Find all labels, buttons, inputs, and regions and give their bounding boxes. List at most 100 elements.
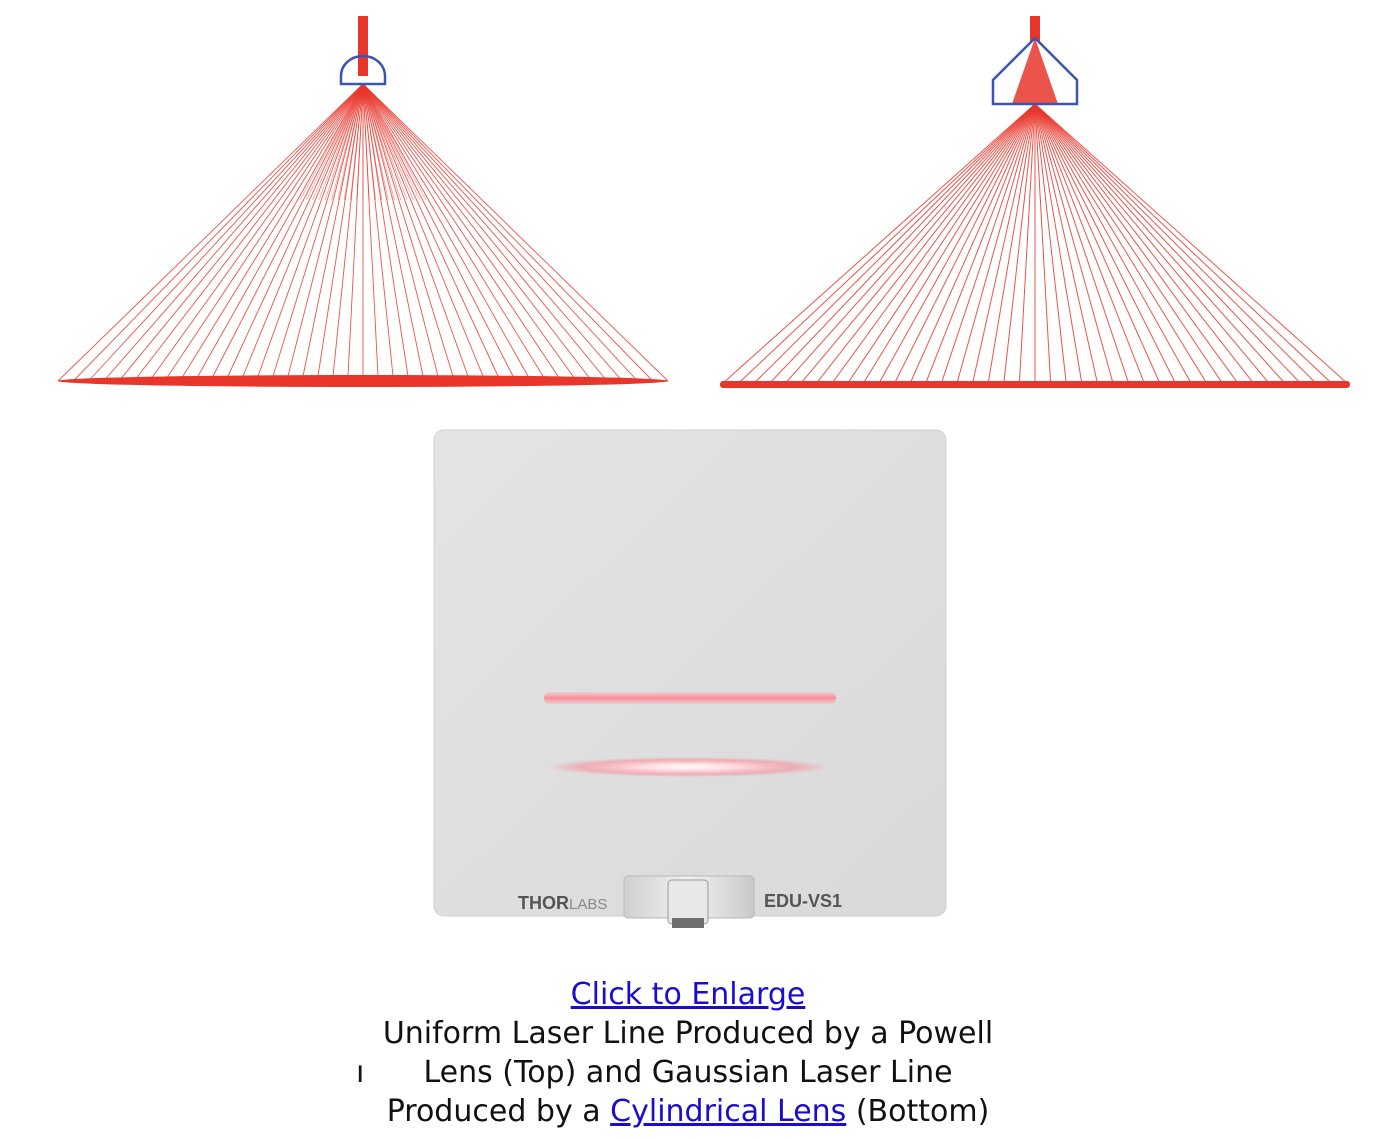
ray-line [924, 103, 1036, 385]
laser-viewing-screen-photo[interactable]: THORLABS EDU-VS1 [0, 420, 1376, 940]
ray-line [362, 83, 669, 382]
gaussian-laser-line-glow [546, 757, 830, 777]
ray-line [1034, 103, 1333, 385]
ray-line [1034, 103, 1161, 385]
ray-line [1034, 103, 1146, 385]
ray-line [133, 83, 364, 382]
ray-line [737, 103, 1036, 385]
cylindrical-lens-ray-diagram [720, 16, 1350, 388]
ray-line [362, 83, 410, 382]
ray-line [362, 83, 402, 201]
ray-line [362, 83, 486, 382]
mount-post [667, 879, 709, 925]
ray-line [956, 103, 1036, 385]
ray-diagrams [57, 16, 1350, 388]
model-label: EDU-VS1 [764, 891, 842, 911]
ray-line [862, 103, 1036, 385]
ray-line [362, 83, 593, 382]
ray-line [362, 83, 608, 382]
ray-line [57, 83, 364, 382]
ray-line [362, 83, 427, 201]
brand-logo: THORLABS [518, 893, 607, 913]
ray-line [362, 83, 395, 201]
ray-line [318, 83, 364, 201]
ray-line [1034, 103, 1271, 385]
ray-line [1034, 103, 1177, 385]
ray-line [362, 83, 562, 382]
cylindrical-focus-cone [1012, 38, 1058, 104]
ray-line [1034, 103, 1318, 385]
uniform-laser-line [544, 692, 836, 704]
ray-line [312, 83, 364, 201]
ray-line [240, 83, 364, 382]
ray-line [362, 83, 383, 201]
cylindrical-lens-link[interactable]: Cylindrical Lens [610, 1094, 847, 1129]
ray-line [362, 83, 547, 382]
ray-line [286, 83, 364, 382]
ray-line [337, 83, 364, 201]
ray-line [301, 83, 364, 382]
ray-line [1034, 103, 1255, 385]
ray-line [909, 103, 1036, 385]
ray-line [893, 103, 1036, 385]
ray-line [255, 83, 364, 382]
ray-line [362, 83, 425, 382]
ray-line [362, 83, 440, 382]
ray-line [88, 83, 364, 382]
ray-line [306, 83, 364, 201]
ray-line [118, 83, 364, 382]
ray-line [815, 103, 1036, 385]
cylindrical-lens-icon [991, 36, 1079, 106]
ray-line [331, 83, 364, 201]
powell-laser-line [58, 375, 668, 387]
cylindrical-input-beam [1030, 16, 1040, 41]
ray-line [362, 83, 408, 201]
ray-line [1003, 103, 1036, 385]
ray-line [362, 83, 455, 382]
ray-line [971, 103, 1036, 385]
powell-lens-ray-diagram [57, 16, 669, 387]
ray-line [149, 83, 364, 382]
ray-line [987, 103, 1036, 385]
ray-line [164, 83, 364, 382]
stray-text-fragment: ı [356, 1055, 365, 1090]
ray-line [1034, 103, 1083, 385]
ray-line [362, 83, 420, 201]
ray-line [1034, 103, 1114, 385]
ray-line [1018, 103, 1036, 385]
ray-line [721, 103, 1036, 385]
ray-line [1034, 103, 1192, 385]
ray-line [350, 83, 364, 201]
ray-line [362, 83, 389, 201]
ray-line [103, 83, 364, 382]
ray-line [362, 83, 471, 382]
caption-line-3-suffix: (Bottom) [846, 1094, 990, 1129]
ray-line [194, 83, 364, 382]
ray-line [72, 83, 364, 382]
ray-line [179, 83, 364, 382]
viewing-screen-panel [433, 429, 947, 917]
ray-line [1034, 103, 1224, 385]
ray-line [362, 83, 414, 201]
ray-line [362, 83, 654, 382]
ray-line [1034, 103, 1067, 385]
gaussian-laser-line [720, 381, 1350, 388]
ray-line [1034, 103, 1302, 385]
ray-line [362, 83, 623, 382]
ray-line [316, 83, 364, 382]
caption-line-2: Lens (Top) and Gaussian Laser Line [423, 1055, 953, 1090]
ray-line [343, 83, 364, 201]
ray-line [752, 103, 1036, 385]
ray-line [362, 83, 516, 382]
ray-line [1034, 103, 1349, 385]
ray-line [1034, 103, 1052, 385]
ray-line [271, 83, 364, 382]
enlarge-line: Click to Enlarge [0, 975, 1376, 1014]
powell-lens-icon [339, 54, 387, 86]
caption-line-1: Uniform Laser Line Produced by a Powell [382, 1016, 994, 1051]
powell-lens-rays [57, 83, 669, 382]
click-to-enlarge-link[interactable]: Click to Enlarge [570, 977, 806, 1012]
ray-line [362, 83, 577, 382]
ray-line [1034, 103, 1208, 385]
mount-base [672, 918, 704, 928]
